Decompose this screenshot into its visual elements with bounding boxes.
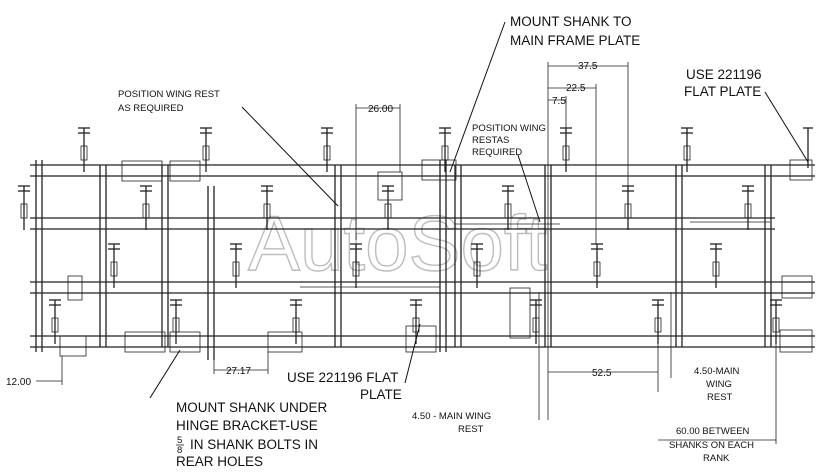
dimension-lines: [36, 62, 777, 444]
shank: [439, 127, 451, 172]
callout-line: IN SHANK BOLTS IN: [190, 437, 318, 452]
callout-line: REQUIRED: [472, 147, 522, 158]
shank: [140, 185, 152, 230]
callout-mount-shank-hinge: MOUNT SHANK UNDER HINGE BRACKET-USE 5 8 …: [176, 400, 328, 469]
callout-position-wing-rest-center: POSITION WING RESTAS REQUIRED: [472, 123, 546, 158]
shank: [770, 299, 782, 344]
shank: [502, 185, 514, 230]
shank: [742, 185, 754, 230]
callout-use-221196-bottom: USE 221196 FLAT PLATE: [287, 370, 402, 402]
dimension-26-00: 26.00: [368, 104, 393, 115]
callout-line: POSITION WING: [472, 123, 546, 134]
dimension-27-17: 27.17: [226, 366, 251, 377]
shank: [78, 127, 90, 172]
callout-line: 4.50-MAIN: [694, 366, 740, 377]
shank: [230, 243, 242, 288]
shank: [321, 127, 333, 172]
callout-line: RANK: [703, 453, 730, 464]
callout-line: REST: [458, 424, 484, 435]
shank: [382, 185, 394, 230]
dimension-labels: 37.5 22.5 7.5 26.00 27.17 12.00 52.5: [6, 61, 612, 388]
callout-line: USE 221196: [686, 67, 762, 82]
watermark-text: AutoSoft: [248, 199, 548, 287]
dimension-12-00: 12.00: [6, 377, 31, 388]
shank: [290, 299, 302, 344]
shank: [591, 243, 603, 288]
callout-line: RESTAS: [472, 135, 509, 146]
callout-line: MAIN FRAME PLATE: [510, 33, 640, 48]
dimension-22-5: 22.5: [566, 83, 586, 94]
shank: [170, 299, 182, 344]
callout-main-wing-rest-left: 4.50 - MAIN WING REST: [412, 411, 491, 435]
callout-line: MOUNT SHANK UNDER: [176, 400, 328, 415]
callout-line: USE 221196 FLAT: [287, 370, 398, 385]
leader-lines: [149, 21, 809, 399]
shank: [108, 243, 120, 288]
shank: [710, 243, 722, 288]
dimension-7-5: 7.5: [552, 96, 566, 107]
shank-assemblies: [18, 127, 813, 344]
shank: [410, 299, 422, 344]
callout-line: PLATE: [360, 387, 402, 402]
dimension-37-5: 37.5: [578, 61, 598, 72]
callout-main-wing-rest-right: 4.50-MAIN WING REST: [694, 366, 740, 403]
shank: [18, 185, 30, 230]
mounting-plates: [59, 159, 813, 357]
callout-line: 60.00 BETWEEN: [676, 426, 750, 437]
callout-line: AS REQUIRED: [118, 103, 184, 114]
rank-4-rails: [30, 335, 815, 348]
callout-shank-spacing: 60.00 BETWEEN SHANKS ON EACH RANK: [669, 426, 754, 464]
callout-line: POSITION WING REST: [118, 89, 220, 100]
callout-line: MOUNT SHANK TO: [510, 14, 632, 29]
shank: [530, 299, 542, 344]
callout-line: FLAT PLATE: [684, 84, 761, 99]
callout-use-221196-top: USE 221196 FLAT PLATE: [684, 67, 762, 99]
rank-1-rails: [30, 164, 815, 177]
callout-mount-shank-main-frame: MOUNT SHANK TO MAIN FRAME PLATE: [510, 14, 640, 48]
shank: [471, 243, 483, 288]
vertical-members: [35, 160, 772, 360]
callout-position-wing-rest-left: POSITION WING REST AS REQUIRED: [118, 89, 220, 114]
rank-3-rails: [30, 281, 815, 294]
frame-structure: [30, 159, 815, 360]
shank: [652, 299, 664, 344]
shank: [681, 127, 693, 172]
rank-2-rails: [30, 217, 775, 230]
callout-line: 4.50 - MAIN WING: [412, 411, 491, 422]
fraction-numerator: 5: [177, 435, 182, 446]
shank: [261, 185, 273, 230]
fraction-denominator: 8: [177, 445, 182, 456]
callout-line: REST: [707, 392, 733, 403]
callout-line: SHANKS ON EACH: [669, 440, 754, 451]
dimension-52-5: 52.5: [592, 368, 612, 379]
shank: [350, 243, 362, 288]
callout-line: REAR HOLES: [176, 454, 263, 469]
shank: [200, 127, 212, 172]
shank: [49, 299, 61, 344]
callout-line: HINGE BRACKET-USE: [176, 418, 318, 433]
callout-line: WING: [706, 379, 732, 390]
